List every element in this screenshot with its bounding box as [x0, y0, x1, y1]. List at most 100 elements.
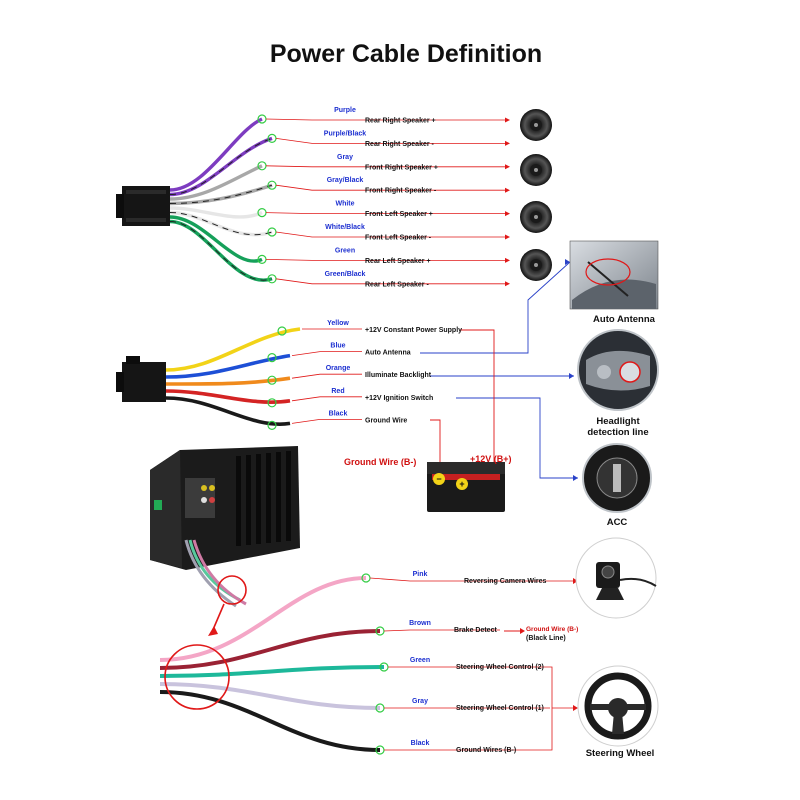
speaker-icon [520, 201, 552, 233]
speaker-wire-function-label: Rear Left Speaker - [365, 281, 429, 288]
speaker-leader-line [265, 118, 508, 121]
speaker-icon-group [520, 109, 552, 281]
power-wire-color-label: Orange [326, 365, 351, 372]
arrow-head [573, 578, 578, 584]
power-wire-function-label: Ground Wire [365, 417, 407, 424]
speaker-leader-line [265, 212, 508, 214]
lower-wire-color-label: Black [411, 740, 430, 747]
speaker-leader-line [275, 278, 508, 285]
speaker-connector [116, 186, 170, 226]
power-label-group: Yellow+12V Constant Power SupplyBlueAuto… [326, 320, 462, 424]
lower-wire-function-label: Reversing Camera Wires [464, 578, 547, 585]
speaker-wire [169, 117, 263, 192]
headlight-label-line2: detection line [587, 427, 648, 438]
headlight-label-line1: Headlight [596, 416, 640, 427]
steering-bracket [550, 666, 553, 751]
battery-positive-line [460, 329, 495, 470]
arrow-head [505, 234, 510, 240]
arrow-head [573, 705, 578, 711]
power-wire-function-label: +12V Constant Power Supply [365, 327, 462, 334]
power-wire [165, 376, 291, 386]
lower-wire [159, 576, 367, 662]
speaker-wire-color-label: Purple/Black [324, 130, 367, 137]
zoom-callout-circle [164, 644, 230, 710]
speaker-wire [169, 164, 263, 201]
power-wire [165, 396, 291, 426]
svg-text:+: + [459, 479, 464, 489]
lower-wire-color-label: Brown [409, 620, 431, 627]
lower-wire-function-label: Ground Wires (B-) [456, 747, 516, 754]
brake-ground-callout [504, 628, 525, 634]
power-wire-function-label: Auto Antenna [365, 350, 411, 357]
speaker-wire-color-label: Purple [334, 107, 356, 114]
power-wire-group [165, 259, 578, 481]
power-wire-function-label: Illuminate Backlight [365, 372, 432, 379]
steering-wheel-photo [577, 665, 659, 747]
speaker-leader-line [275, 184, 508, 191]
reversing-camera-photo [575, 537, 657, 619]
battery-ground-line [430, 419, 441, 470]
auto-antenna-photo [569, 240, 659, 310]
lower-leader-line [369, 577, 576, 582]
speaker-wire-function-label: Rear Left Speaker + [365, 258, 431, 265]
speaker-wire-stripe [169, 137, 273, 195]
speaker-wire-color-label: White [335, 201, 354, 208]
speaker-wire-color-label: Gray [337, 154, 353, 161]
arrow-head [573, 475, 578, 481]
power-wire [165, 353, 291, 379]
arrow-head [505, 257, 510, 263]
speaker-wire-function-label: Front Left Speaker + [365, 211, 433, 218]
power-wire-function-label: +12V Ignition Switch [365, 395, 433, 402]
speaker-icon [520, 249, 552, 281]
speaker-wire-function-label: Front Left Speaker - [365, 235, 432, 242]
speaker-wire-color-label: Green [335, 247, 355, 254]
auto-antenna-label: Auto Antenna [593, 314, 656, 325]
brake-ground-label-line1: Ground Wire (B-) [526, 626, 578, 633]
lower-leader-line [383, 629, 500, 632]
speaker-icon [520, 154, 552, 186]
speaker-wire-color-label: White/Black [325, 224, 365, 231]
arrow-head [505, 211, 510, 217]
arrow-head [505, 187, 510, 193]
speaker-wire-color-label: Gray/Black [327, 177, 364, 184]
battery-positive-label: +12V (B+) [470, 454, 512, 464]
speaker-leader-line [275, 231, 508, 238]
svg-text:−: − [436, 474, 441, 484]
speaker-wire [169, 215, 263, 263]
power-wire-color-label: Black [329, 410, 348, 417]
lower-wire [159, 682, 381, 710]
acc-label: ACC [607, 517, 628, 528]
speaker-leader-line [265, 165, 508, 168]
speaker-wire-stripe [169, 184, 273, 204]
speaker-leader-line [265, 259, 508, 261]
lower-wire-function-label: Steering Wheel Control (2) [456, 664, 544, 671]
page-title: Power Cable Definition [270, 40, 542, 68]
speaker-wire [169, 206, 263, 219]
speaker-wire-stripe [169, 221, 273, 281]
speaker-wire [169, 219, 273, 282]
arrow-head [505, 281, 510, 287]
speaker-wire-function-label: Rear Right Speaker + [365, 118, 436, 125]
lower-wire-color-label: Pink [413, 571, 428, 578]
power-wire-color-label: Blue [330, 343, 345, 350]
wire-end-marker [267, 375, 277, 385]
speaker-wire-color-label: Green/Black [325, 271, 366, 278]
power-leader-line [291, 373, 362, 379]
speaker-leader-line [275, 138, 508, 144]
battery-ground-label: Ground Wire (B-) [344, 457, 416, 467]
lower-wire-function-label: Brake Detect [454, 627, 497, 634]
speaker-wire-function-label: Rear Right Speaker - [365, 141, 435, 148]
arrow-head [569, 373, 574, 379]
arrow-head [505, 164, 510, 170]
power-connector [116, 356, 166, 402]
arrow-head [505, 117, 510, 123]
lower-wire-color-label: Gray [412, 698, 428, 705]
head-unit [150, 446, 300, 636]
lower-wire-function-label: Steering Wheel Control (1) [456, 705, 544, 712]
power-leader-line [291, 396, 362, 402]
speaker-wire-stripe [169, 212, 273, 236]
power-leader-line [291, 351, 362, 356]
lower-wire-color-label: Green [410, 657, 430, 664]
